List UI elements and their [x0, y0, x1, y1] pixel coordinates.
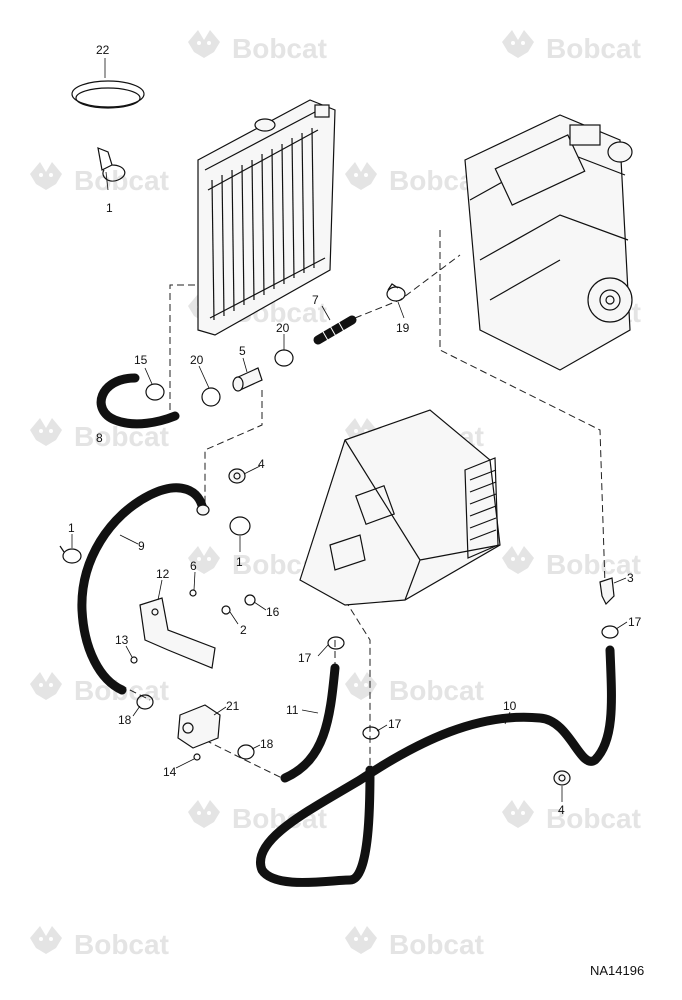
callout-10: 10: [503, 699, 517, 713]
callout-12: 12: [156, 567, 170, 581]
bolt-6: [189, 589, 197, 597]
grommet-4: [228, 468, 246, 484]
coil-hose-22: [71, 80, 145, 109]
bobcat-logo-watermark: [502, 546, 534, 574]
hose-7: [313, 315, 357, 345]
bobcat-logo-watermark: [30, 672, 62, 700]
bobcat-logo-watermark: [345, 672, 377, 700]
hose-clamp-17: [327, 636, 345, 650]
callout-9: 9: [138, 539, 145, 553]
hose-clamp-15: [145, 383, 165, 401]
callout-17: 17: [388, 717, 402, 731]
hose-clamp-20: [274, 349, 294, 367]
washer-2: [221, 605, 231, 615]
callout-3: 3: [627, 571, 634, 585]
hose-clamp-18: [237, 744, 255, 760]
callout-1: 1: [106, 201, 113, 215]
bobcat-logo-watermark: [345, 926, 377, 954]
callout-1: 1: [236, 555, 243, 569]
hose-end: [196, 504, 210, 516]
bobcat-logo-watermark: [30, 926, 62, 954]
callout-13: 13: [115, 633, 129, 647]
hose-clamp-19: [386, 283, 406, 302]
callout-11: 11: [286, 703, 299, 717]
engine: [464, 114, 633, 371]
callout-6: 6: [190, 559, 197, 573]
callout-19: 19: [396, 321, 410, 335]
bobcat-logo-watermark: [30, 162, 62, 190]
hose-clamp-18: [136, 694, 154, 710]
hose-10: [256, 645, 616, 887]
callout-14: 14: [163, 765, 177, 779]
grommet-4: [553, 770, 571, 786]
callout-8: 8: [96, 431, 103, 445]
hose-9: [77, 483, 208, 695]
heater-box: [299, 409, 501, 606]
hose-clamp-1: [97, 147, 126, 182]
screw-14: [193, 753, 201, 761]
hose-clamp-20: [201, 387, 221, 407]
callout-18: 18: [260, 737, 274, 751]
hose-8: [96, 373, 180, 429]
bobcat-logo-watermark: [345, 162, 377, 190]
watermark-text: Bobcat: [232, 33, 327, 64]
callout-20: 20: [190, 353, 204, 367]
fitting-3: [599, 577, 615, 606]
callout-17: 17: [628, 615, 642, 629]
drawing-code: NA14196: [590, 963, 644, 978]
radiator: [197, 99, 336, 336]
hose-clamp-17: [601, 625, 619, 639]
callout-1: 1: [68, 521, 75, 535]
callout-15: 15: [134, 353, 148, 367]
callout-16: 16: [266, 605, 280, 619]
screw-13: [130, 656, 138, 664]
callout-20: 20: [276, 321, 290, 335]
nut-16: [244, 594, 256, 606]
bracket-12: [139, 597, 216, 669]
callout-4: 4: [558, 803, 565, 817]
callout-22: 22: [96, 43, 110, 57]
callout-7: 7: [312, 293, 319, 307]
hose-clamp-17: [362, 726, 380, 740]
watermark-text: Bobcat: [546, 803, 641, 834]
callout-17: 17: [298, 651, 312, 665]
bobcat-logo-watermark: [502, 800, 534, 828]
watermark-text: Bobcat: [546, 549, 641, 580]
leader-lines: [71, 58, 628, 802]
watermark-text: Bobcat: [546, 33, 641, 64]
watermark-text: Bobcat: [74, 929, 169, 960]
bobcat-logo-watermark: [188, 800, 220, 828]
watermark-text: Bobcat: [389, 929, 484, 960]
hose-clamp-1: [59, 545, 82, 564]
bobcat-logo-watermark: [30, 418, 62, 446]
callout-labels: 22 1 7 19 20 15 20 5 8 4 1 9 1 12 6 16 2…: [68, 43, 642, 817]
watermark-text: Bobcat: [389, 675, 484, 706]
bobcat-logo-watermark: [502, 30, 534, 58]
callout-18: 18: [118, 713, 132, 727]
bobcat-logo-watermark: [188, 30, 220, 58]
callout-2: 2: [240, 623, 247, 637]
hose-11: [280, 663, 340, 783]
callout-21: 21: [226, 699, 240, 713]
hose-clamp-1: [229, 516, 251, 536]
callout-4: 4: [258, 457, 265, 471]
callout-5: 5: [239, 344, 246, 358]
watermark-text: Bobcat: [74, 165, 169, 196]
tube-5: [232, 367, 263, 392]
valve-21: [177, 704, 221, 749]
